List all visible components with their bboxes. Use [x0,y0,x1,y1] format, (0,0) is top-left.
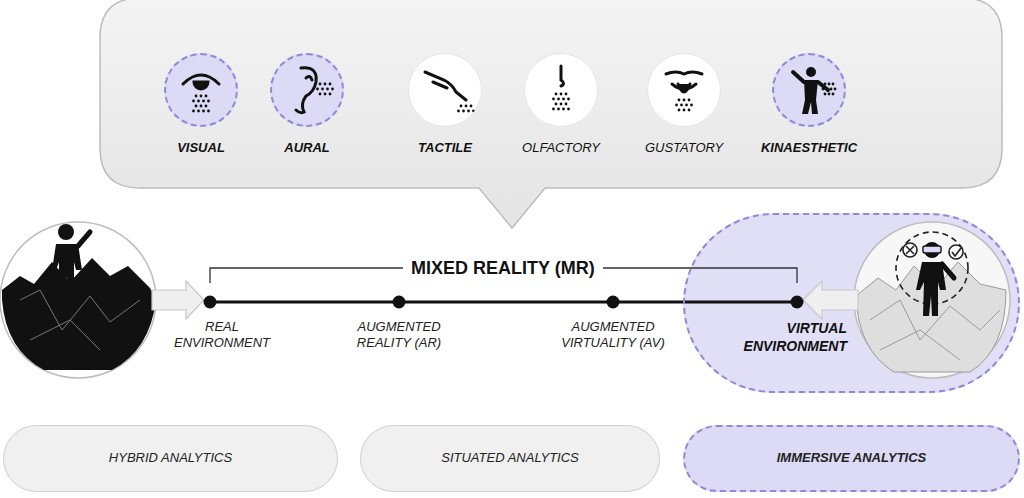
analytics-label: IMMERSIVE ANALYTICS [777,450,927,466]
analytics-label: HYBRID ANALYTICS [109,450,232,466]
sense-node: TACTILE [375,53,515,173]
bracket-title: MIXED REALITY (MR) [403,257,603,280]
sense-icons [183,66,702,113]
sense-label: OLFACTORY [491,140,631,156]
sense-circle [772,53,846,127]
sense-label: VISUAL [131,140,271,156]
sense-circle [524,53,598,127]
analytics-label: SITUATED ANALYTICS [441,450,579,466]
continuum-dots [204,296,804,309]
block-arrow [152,281,204,319]
sense-dots [192,83,836,113]
continuum-label: AUGMENTED REALITY (AR) [338,319,460,352]
virtual-environment-region: VIRTUAL ENVIRONMENT [683,213,1020,393]
analytics-pill: SITUATED ANALYTICS [360,425,660,492]
continuum-label: REAL ENVIRONMENT [166,319,278,352]
sense-label: KINAESTHETIC [739,140,879,156]
sense-circle [647,53,721,127]
kinaesthetic-figure [793,67,828,114]
sense-label: TACTILE [375,140,515,156]
sense-node: AURAL [237,53,377,173]
sense-label: GUSTATORY [614,140,754,156]
analytics-pill: HYBRID ANALYTICS [3,425,338,492]
continuum-label: AUGMENTED VIRTUALITY (AV) [547,319,679,352]
sense-node: VISUAL [131,53,271,173]
real-environment-figure [0,222,156,378]
sense-circle [164,53,238,127]
sense-label: AURAL [237,140,377,156]
sense-node: OLFACTORY [491,53,631,173]
sense-circle [270,53,344,127]
sense-circle [408,53,482,127]
region-label: VIRTUAL ENVIRONMENT [709,320,847,355]
sense-circles [164,53,846,127]
sense-node: GUSTATORY [614,53,754,173]
analytics-pill: IMMERSIVE ANALYTICS [683,425,1020,492]
virtual-environment-figure [854,222,1010,378]
senses-panel [100,0,1002,228]
block-arrow [803,281,858,319]
sense-node: KINAESTHETIC [739,53,879,173]
continuum-line [210,301,797,304]
